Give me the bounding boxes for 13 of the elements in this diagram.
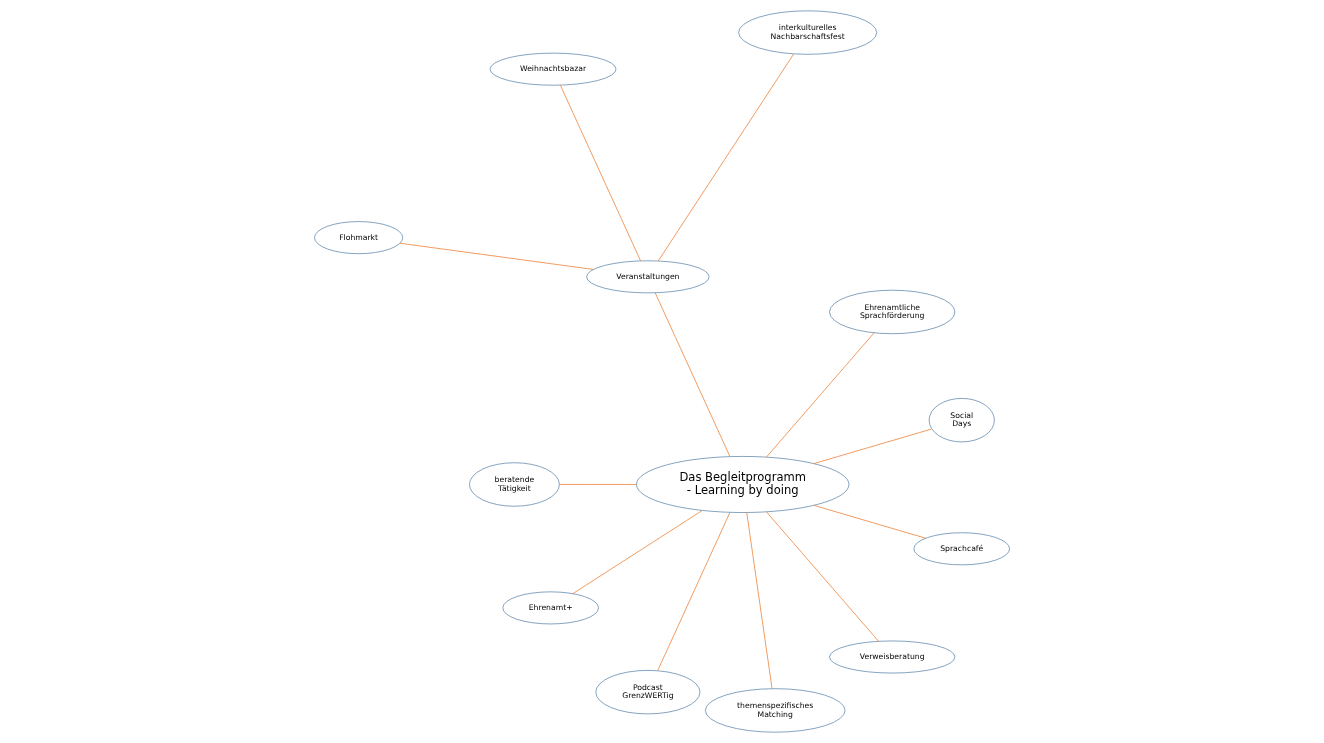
connector bbox=[657, 512, 731, 671]
connector bbox=[766, 511, 880, 642]
connector bbox=[766, 332, 875, 458]
connector bbox=[657, 53, 795, 262]
connector bbox=[813, 505, 927, 539]
connector bbox=[559, 84, 641, 262]
connector bbox=[399, 242, 594, 270]
connector bbox=[654, 292, 731, 457]
connector bbox=[746, 512, 773, 689]
connector bbox=[559, 484, 637, 485]
connector bbox=[572, 510, 703, 595]
node-ellipse: Das Begleitprogramm - Learning by doing bbox=[636, 456, 850, 513]
connector bbox=[813, 428, 932, 464]
